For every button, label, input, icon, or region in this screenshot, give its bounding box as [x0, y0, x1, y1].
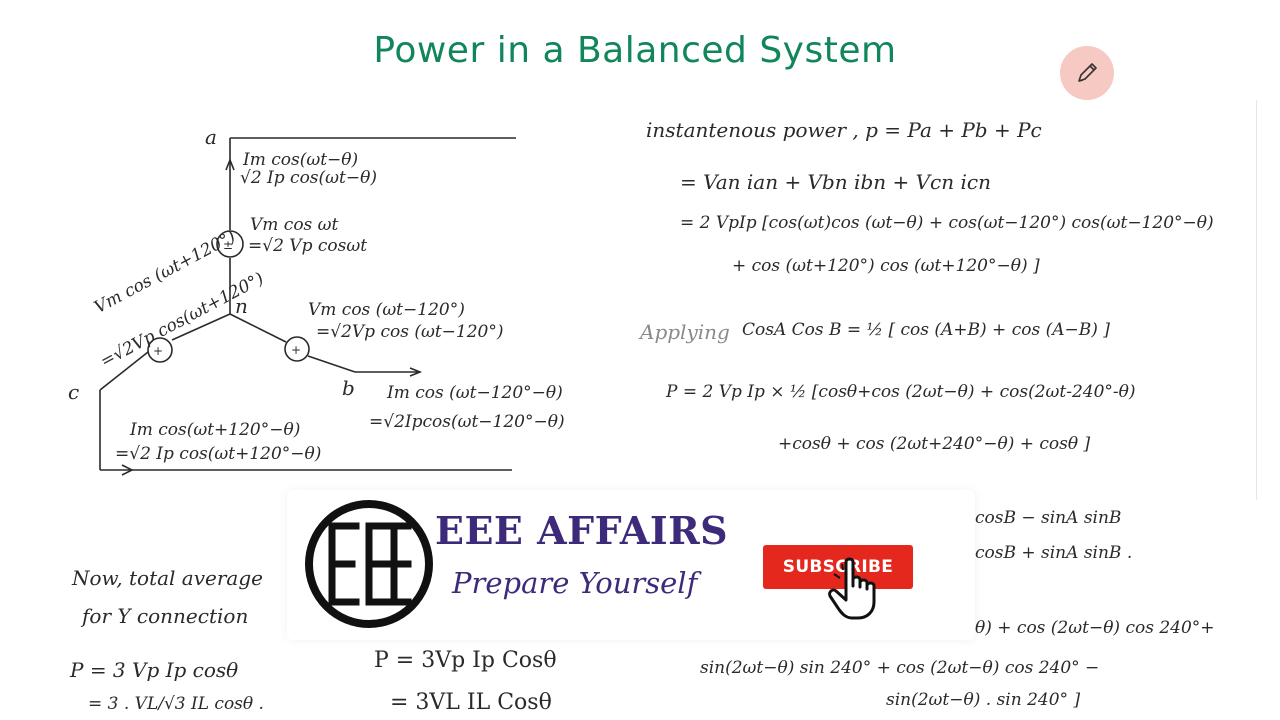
svg-text:+: +	[291, 343, 301, 357]
source-c	[147, 337, 173, 363]
brand-tagline: Prepare Yourself	[452, 566, 698, 600]
brand-name: EEE AFFAIRS	[435, 508, 729, 553]
slide-title: Power in a Balanced System	[373, 30, 897, 71]
pencil-icon	[1078, 63, 1097, 82]
voltage-b-rms: =√2Vp cos (ωt−120°)	[316, 322, 504, 342]
power-formula-phase: P = 3Vp Ip Cosθ	[374, 648, 557, 673]
expansion-line2: sin(2ωt−θ) sin 240° + cos (2ωt−θ) cos 24…	[700, 658, 1100, 678]
total-power-line-eq: = 3 . VL/√3 IL cosθ .	[88, 694, 264, 714]
power-sum-eq: = Van ian + Vbn ibn + Vcn icn	[680, 170, 991, 194]
applying-label: Applying	[640, 320, 730, 344]
current-a-label: Im cos(ωt−θ)	[243, 150, 359, 170]
current-c-rms: =√2 Ip cos(ωt+120°−θ)	[115, 444, 322, 464]
current-b-label: Im cos (ωt−120°−θ)	[387, 383, 563, 403]
svg-text:+: +	[153, 344, 163, 358]
current-b-rms: =√2Ipcos(ωt−120°−θ)	[369, 412, 565, 432]
cos-sum-identity: cosB − sinA sinB	[975, 508, 1122, 528]
current-c-label: Im cos(ωt+120°−θ)	[130, 420, 301, 440]
node-a: a	[205, 125, 217, 149]
voltage-a-rms: =√2 Vp cosωt	[248, 236, 368, 256]
current-a-rms: √2 Ip cos(ωt−θ)	[240, 168, 377, 188]
y-connection-text: for Y connection	[82, 604, 249, 628]
expansion-line3: sin(2ωt−θ) . sin 240° ]	[886, 690, 1081, 710]
total-average-text: Now, total average	[72, 566, 263, 590]
total-power-eq: P = 3 Vp Ip cosθ	[70, 658, 239, 682]
voltage-b-label: Vm cos (ωt−120°)	[308, 300, 465, 320]
notebook-margin	[1256, 100, 1257, 500]
power-expanded-eq: = 2 VpIp [cos(ωt)cos (ωt−θ) + cos(ωt−120…	[680, 213, 1214, 233]
power-expanded-eq-cont: + cos (ωt+120°) cos (ωt+120°−θ) ]	[732, 256, 1040, 276]
node-n: n	[235, 294, 248, 318]
pencil-button[interactable]	[1060, 46, 1114, 100]
power-formula-line: = 3VL IL Cosθ	[390, 690, 552, 715]
source-b	[284, 336, 310, 362]
expansion-line1: θ) + cos (2ωt−θ) cos 240°+	[975, 618, 1215, 638]
power-half-eq-cont: +cosθ + cos (2ωt+240°−θ) + cosθ ]	[778, 434, 1091, 454]
product-identity-eq: CosA Cos B = ½ [ cos (A+B) + cos (A−B) ]	[742, 320, 1110, 340]
node-c: c	[68, 380, 80, 404]
cos-diff-identity: cosB + sinA sinB .	[975, 543, 1133, 563]
voltage-a-label: Vm cos ωt	[250, 215, 339, 235]
subscribe-label: SUBSCRIBE	[782, 557, 894, 577]
source-a	[216, 230, 244, 258]
y-connection-circuit: ± + +	[99, 137, 516, 476]
node-b: b	[342, 376, 355, 400]
pointer-hand-icon	[828, 557, 876, 620]
power-half-eq: P = 2 Vp Ip × ½ [cosθ+cos (2ωt−θ) + cos(…	[666, 382, 1136, 402]
instantaneous-power-eq: instantenous power , p = Pa + Pb + Pc	[646, 118, 1042, 142]
subscribe-button[interactable]: SUBSCRIBE	[763, 545, 913, 589]
svg-text:±: ±	[223, 238, 233, 252]
eee-logo-icon	[305, 500, 433, 628]
